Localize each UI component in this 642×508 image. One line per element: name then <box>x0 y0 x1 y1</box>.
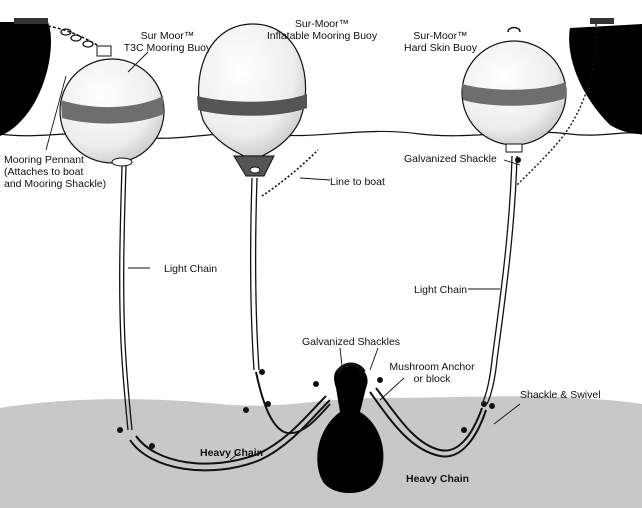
anchor-shackle <box>336 362 366 374</box>
hard-skin-buoy-label: Sur-Moor™ Hard Skin Buoy <box>404 30 477 54</box>
heavy-chain-left-label: Heavy Chain <box>200 447 264 459</box>
inflatable-buoy-label: Sur-Moor™ Inflatable Mooring Buoy <box>266 18 378 42</box>
galvanized-shackles-label: Galvanized Shackles <box>302 336 401 348</box>
leader-lines <box>45 51 521 461</box>
hard-skin-buoy <box>461 26 567 153</box>
right-boat-cleat <box>590 18 614 24</box>
light-chain-middle <box>250 177 260 371</box>
heavy-chain-left <box>129 371 331 472</box>
t3c-buoy-label: Sur Moor™ T3C Mooring Buoy <box>123 30 212 54</box>
line-to-boat <box>261 149 319 197</box>
mooring-pennant-label: Mooring Pennant (Attaches to boat and Mo… <box>4 154 107 190</box>
t3c-buoy <box>59 45 165 167</box>
light-chain-right-label: Light Chain <box>414 284 468 296</box>
mooring-pennant-line <box>47 25 106 51</box>
right-boat-hull <box>569 24 642 134</box>
right-pennant-line <box>515 23 598 187</box>
inflatable-buoy <box>197 23 307 177</box>
left-boat-rail <box>14 18 48 24</box>
shackles <box>117 157 521 449</box>
galvanized-shackle-label: Galvanized Shackle <box>404 153 497 165</box>
shackle-swivel-label: Shackle & Swivel <box>520 389 601 401</box>
heavy-chain-right <box>369 387 487 458</box>
light-chain-left-label: Light Chain <box>164 263 218 275</box>
pennant-shackle-links <box>60 28 94 48</box>
mushroom-anchor-label: Mushroom Anchor or block <box>389 361 475 385</box>
line-to-boat-label: Line to boat <box>330 176 385 188</box>
light-chain-left <box>119 165 133 431</box>
light-chain-right <box>481 155 518 405</box>
heavy-chain-right-label: Heavy Chain <box>406 473 470 485</box>
left-boat-hull <box>0 22 51 136</box>
mushroom-anchor <box>317 365 384 494</box>
